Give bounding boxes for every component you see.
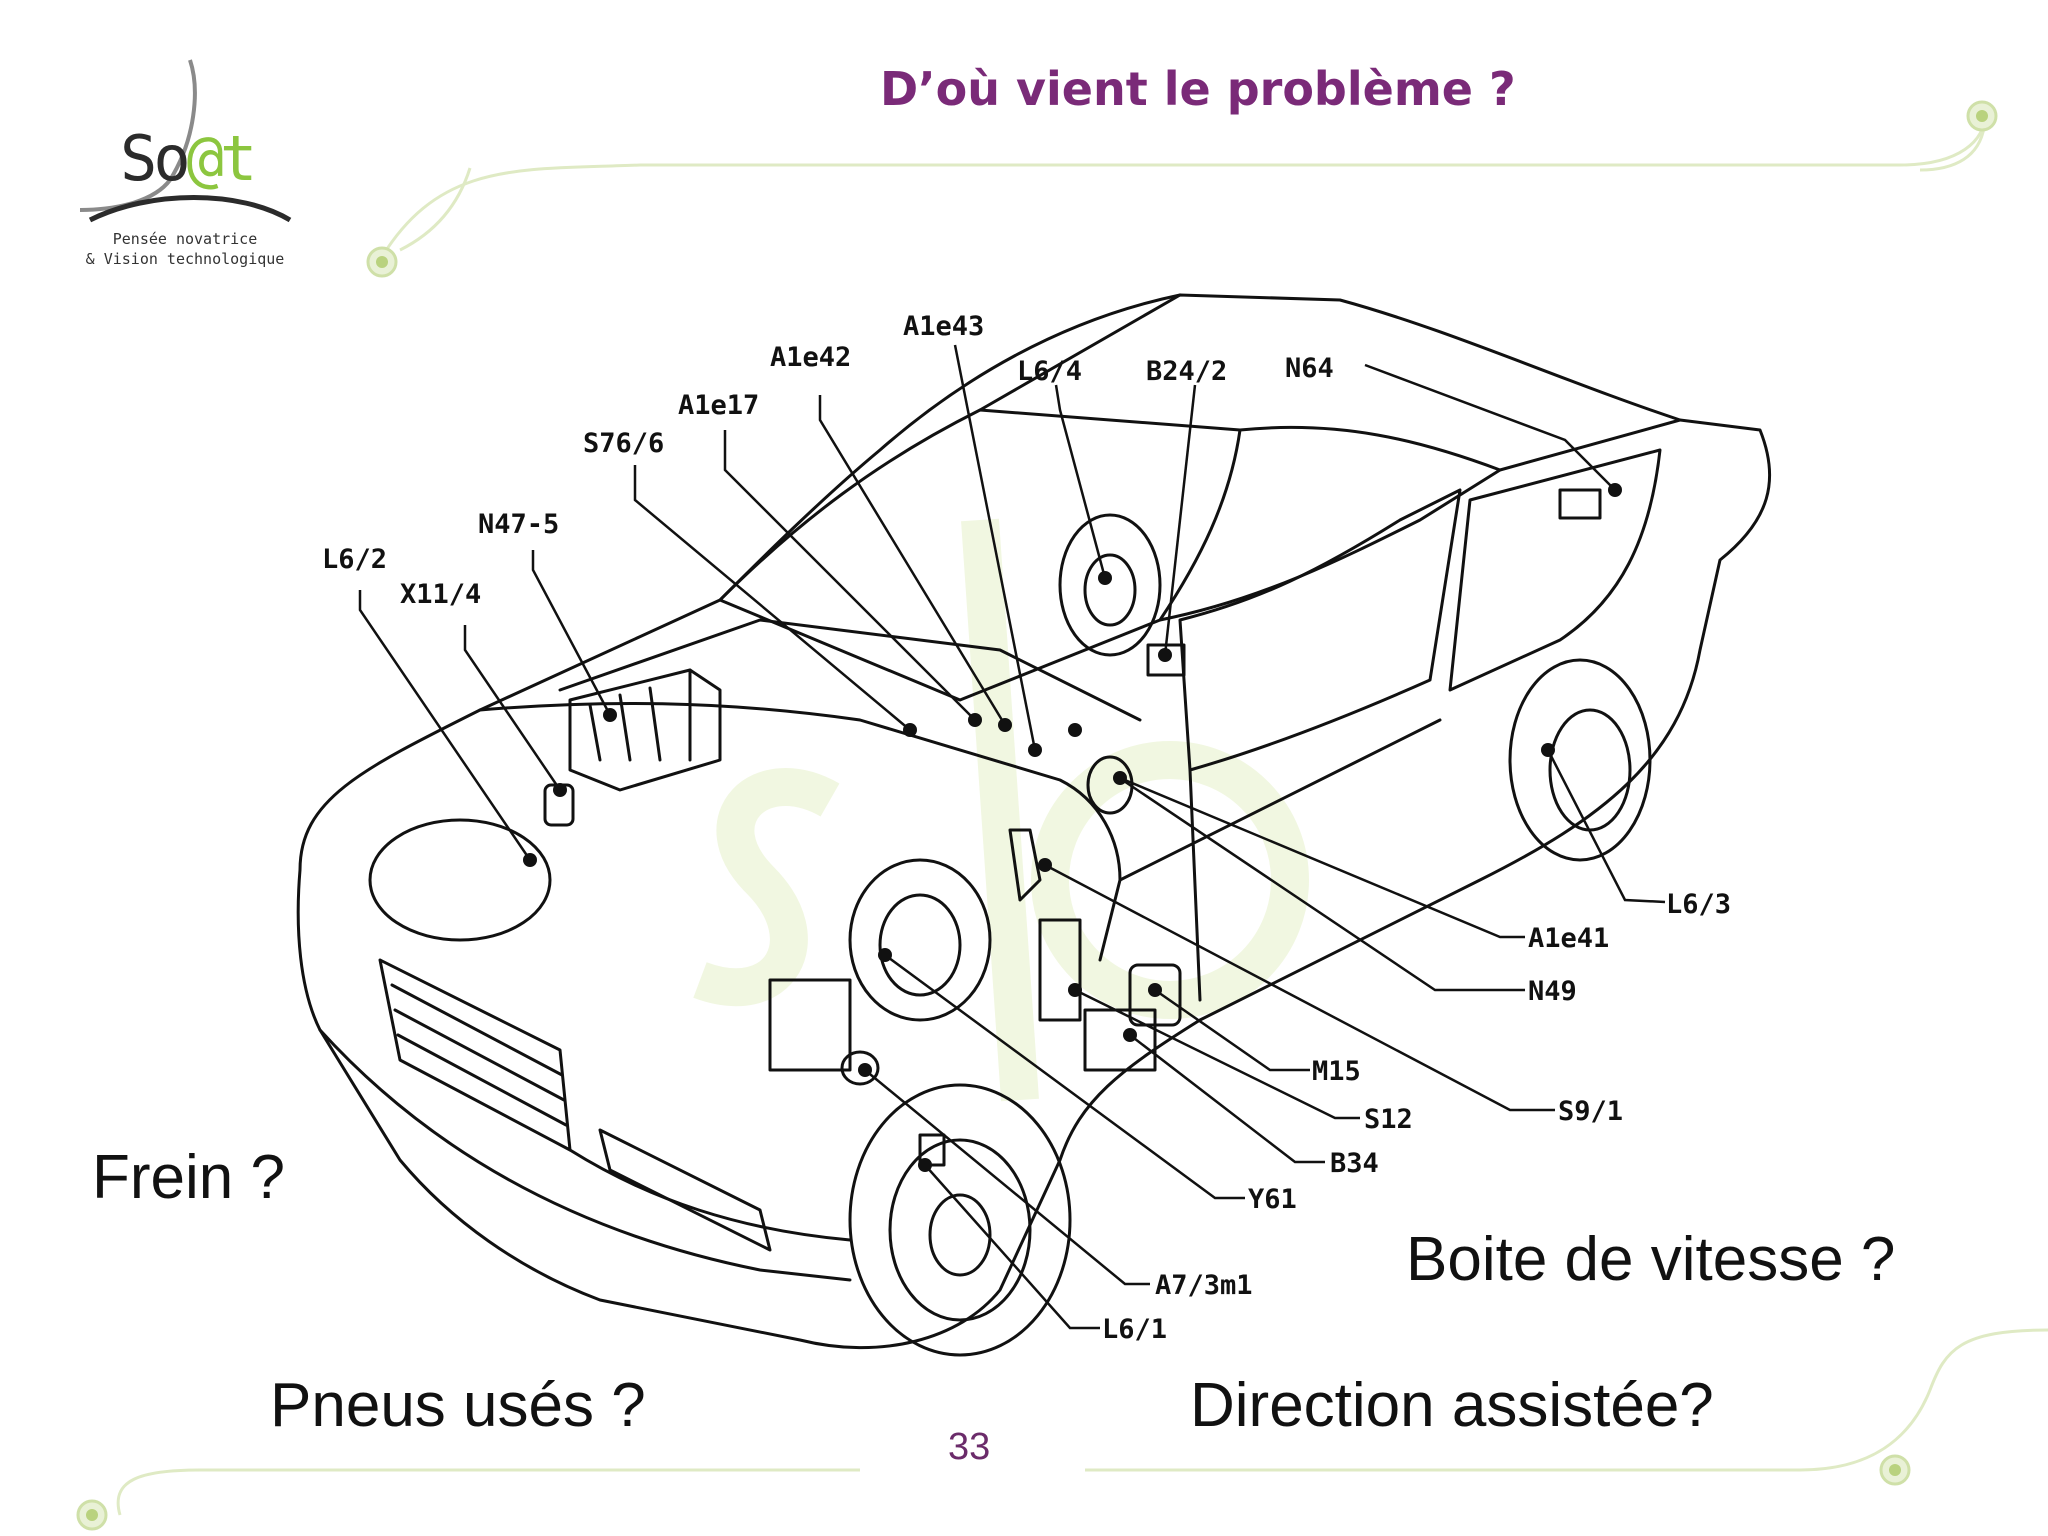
label-b24-2: B24/2: [1146, 356, 1227, 387]
component-labels: L6/2 X11/4 N47-5 S76/6 A1e17 A1e42 A1e43…: [322, 311, 1731, 1345]
label-s76-6: S76/6: [583, 428, 664, 459]
question-frein: Frein ?: [92, 1143, 285, 1212]
leader-points: [523, 483, 1622, 1172]
label-a1e43: A1e43: [903, 311, 984, 342]
slide-title: D’où vient le problème ?: [880, 62, 1516, 116]
label-x11-4: X11/4: [400, 579, 481, 610]
soat-logo: So@t Pensée novatrice & Vision technolog…: [60, 50, 310, 280]
question-pneus: Pneus usés ?: [270, 1371, 646, 1440]
label-m15: M15: [1312, 1056, 1361, 1087]
page-number: 33: [948, 1426, 991, 1468]
label-n47-5: N47-5: [478, 509, 559, 540]
logo-tagline-1: Pensée novatrice: [112, 230, 258, 248]
question-direction: Direction assistée?: [1190, 1371, 1714, 1440]
label-a1e17: A1e17: [678, 390, 759, 421]
logo-wordmark-at: @t: [186, 122, 258, 195]
label-a1e41: A1e41: [1528, 923, 1609, 954]
logo-wordmark-so: So: [120, 122, 191, 195]
label-l6-2: L6/2: [322, 544, 387, 575]
question-boite: Boite de vitesse ?: [1406, 1225, 1896, 1294]
label-l6-1: L6/1: [1102, 1314, 1167, 1345]
label-b34: B34: [1330, 1148, 1379, 1179]
leader-lines: [358, 344, 1666, 1330]
label-s12: S12: [1364, 1104, 1413, 1135]
car-outline: [296, 293, 1772, 1357]
label-a7-3m1: A7/3m1: [1155, 1270, 1253, 1301]
label-n64: N64: [1285, 353, 1334, 384]
label-l6-4: L6/4: [1017, 356, 1082, 387]
label-l6-3: L6/3: [1666, 889, 1731, 920]
label-s9-1: S9/1: [1558, 1096, 1623, 1127]
logo-tagline-2: & Vision technologique: [85, 250, 285, 268]
label-y61: Y61: [1248, 1184, 1297, 1215]
logo-swoosh: [79, 59, 292, 223]
label-n49: N49: [1528, 976, 1577, 1007]
logo-wordmark: So@t: [120, 122, 258, 195]
label-a1e42: A1e42: [770, 342, 851, 373]
